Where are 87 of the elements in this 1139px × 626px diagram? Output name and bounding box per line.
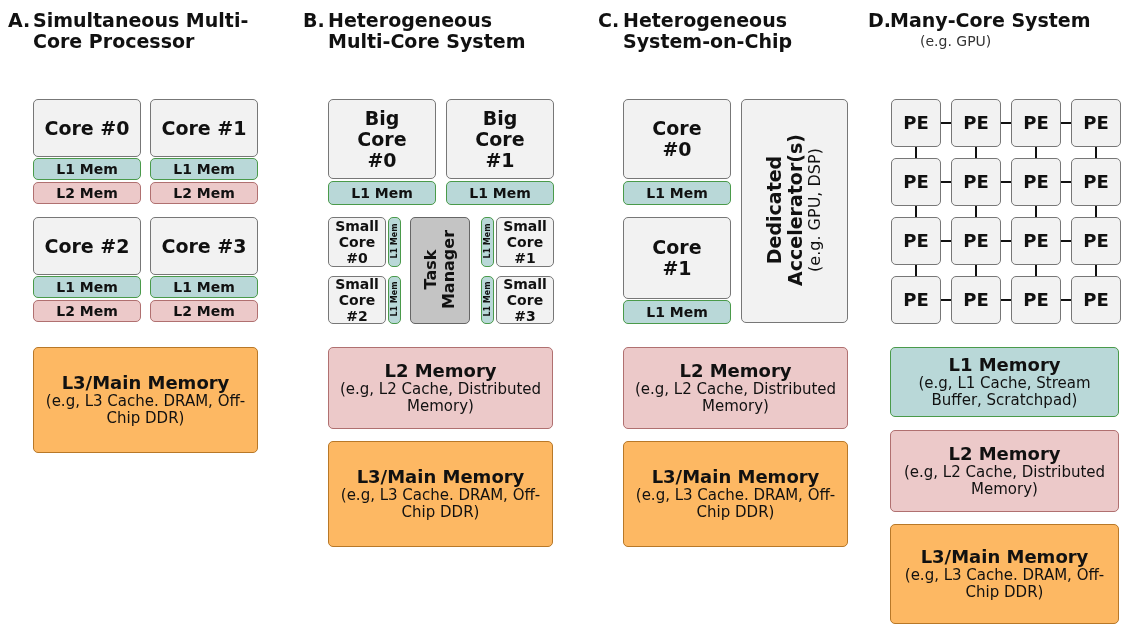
core-box: Core #2 — [33, 217, 141, 275]
memory-box: L1 Mem — [150, 158, 258, 180]
memory-box: L2 Mem — [150, 182, 258, 204]
pe-box: PE — [891, 99, 941, 147]
connector-line — [1000, 240, 1012, 242]
connector-line — [1000, 181, 1012, 183]
core-box: Big Core #0 — [328, 99, 436, 179]
core-box: Core #0 — [33, 99, 141, 157]
memory-box: L1 Mem — [623, 300, 731, 324]
pe-box: PE — [1071, 99, 1121, 147]
connector-line — [1095, 264, 1097, 277]
memory-box: L1 Mem — [388, 217, 401, 267]
panel-letter: A. — [8, 10, 31, 31]
panel-letter: C. — [598, 10, 620, 31]
panel-title: Many-Core System — [890, 10, 1092, 31]
memory-box: L1 Mem — [388, 276, 401, 324]
core-box: Core #3 — [150, 217, 258, 275]
small-core-box: Small Core #2 — [328, 276, 386, 324]
pe-box: PE — [1071, 158, 1121, 206]
connector-line — [1060, 181, 1072, 183]
connector-line — [1060, 240, 1072, 242]
connector-line — [975, 264, 977, 277]
pe-box: PE — [1011, 276, 1061, 324]
small-core-box: Small Core #0 — [328, 217, 386, 267]
connector-line — [1000, 299, 1012, 301]
connector-line — [1095, 146, 1097, 159]
connector-line — [1035, 205, 1037, 218]
connector-line — [940, 122, 952, 124]
connector-line — [1060, 122, 1072, 124]
pe-box: PE — [1011, 99, 1061, 147]
small-core-box: Small Core #1 — [496, 217, 554, 267]
connector-line — [1095, 205, 1097, 218]
pe-box: PE — [951, 276, 1001, 324]
memory-box: L1 Mem — [446, 181, 554, 205]
memory-box: L1 Mem — [481, 217, 494, 267]
memory-box: L1 Mem — [33, 276, 141, 298]
connector-line — [915, 205, 917, 218]
memory-box: L1 Mem — [33, 158, 141, 180]
pe-box: PE — [951, 99, 1001, 147]
memory-box: L1 Mem — [150, 276, 258, 298]
pe-box: PE — [1011, 217, 1061, 265]
connector-line — [915, 264, 917, 277]
panel-title: Heterogeneous Multi-Core System — [328, 10, 527, 52]
connector-line — [1000, 122, 1012, 124]
core-box: Core #1 — [150, 99, 258, 157]
core-box: Core #1 — [623, 217, 731, 299]
core-box: Big Core #1 — [446, 99, 554, 179]
pe-box: PE — [891, 158, 941, 206]
memory-box: L1 Mem — [481, 276, 494, 324]
pe-box: PE — [1071, 276, 1121, 324]
connector-line — [940, 240, 952, 242]
connector-line — [940, 181, 952, 183]
memory-box: L3/Main Memory (e.g, L3 Cache. DRAM, Off-Chip DDR) — [623, 441, 848, 547]
panel-title: Heterogeneous System-on-Chip — [623, 10, 794, 52]
memory-box: L2 Memory (e.g, L2 Cache, Distributed Memory) — [890, 430, 1119, 512]
connector-line — [1035, 146, 1037, 159]
panel-title: Simultaneous Multi-Core Processor — [33, 10, 250, 52]
panel-letter: D. — [868, 10, 891, 31]
memory-box: L1 Mem — [328, 181, 436, 205]
task-manager-box: Task Manager — [410, 217, 470, 324]
panel-letter: B. — [303, 10, 325, 31]
connector-line — [975, 205, 977, 218]
core-box: Core #0 — [623, 99, 731, 179]
memory-box: L2 Memory (e.g, L2 Cache, Distributed Memory) — [328, 347, 553, 429]
pe-box: PE — [1071, 217, 1121, 265]
connector-line — [1060, 299, 1072, 301]
connector-line — [915, 146, 917, 159]
memory-box: L2 Memory (e.g, L2 Cache, Distributed Memory) — [623, 347, 848, 429]
memory-box: L2 Mem — [33, 182, 141, 204]
memory-box: L1 Mem — [623, 181, 731, 205]
connector-line — [1035, 264, 1037, 277]
memory-box: L2 Mem — [33, 300, 141, 322]
accelerator-box: Dedicated Accelerator(s) (e.g. GPU, DSP) — [741, 99, 848, 323]
memory-box: L2 Mem — [150, 300, 258, 322]
memory-box: L3/Main Memory (e.g, L3 Cache. DRAM, Off-Chip DDR) — [890, 524, 1119, 624]
pe-box: PE — [951, 217, 1001, 265]
memory-box: L3/Main Memory (e.g, L3 Cache. DRAM, Off-Chip DDR) — [33, 347, 258, 453]
pe-box: PE — [891, 276, 941, 324]
subtitle: (e.g. GPU) — [920, 33, 993, 49]
small-core-box: Small Core #3 — [496, 276, 554, 324]
pe-box: PE — [1011, 158, 1061, 206]
pe-box: PE — [891, 217, 941, 265]
memory-box: L3/Main Memory (e.g, L3 Cache. DRAM, Off-Chip DDR) — [328, 441, 553, 547]
connector-line — [940, 299, 952, 301]
pe-box: PE — [951, 158, 1001, 206]
connector-line — [975, 146, 977, 159]
memory-box: L1 Memory (e.g, L1 Cache, Stream Buffer, Scratchpad) — [890, 347, 1119, 417]
